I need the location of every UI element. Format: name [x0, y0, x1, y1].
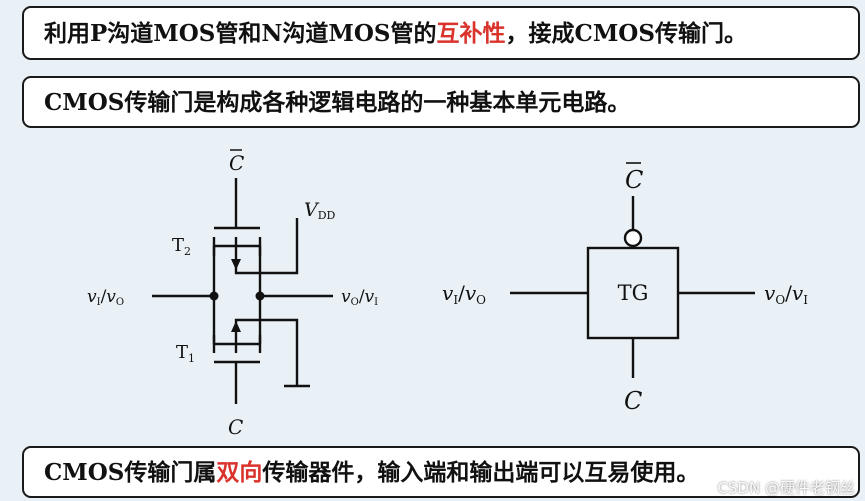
circuit-right-terminal-label: vO/vI: [341, 287, 378, 308]
tg-right-terminal-label: vO/vI: [764, 281, 808, 307]
text-box-bidirectional: CMOS传输门属双向传输器件，输入端和输出端可以互易使用。: [22, 446, 860, 498]
circuit-marks: [209, 259, 265, 332]
line1-after: ，接成CMOS传输门。: [505, 19, 747, 47]
tg-symbol: [510, 196, 755, 378]
tg-label: TG: [618, 281, 649, 305]
t1-bulk-to-ground: [234, 318, 299, 386]
text-box-basic-unit: CMOS传输门是构成各种逻辑电路的一种基本单元电路。: [22, 76, 860, 128]
line1-highlight: 互补性: [436, 19, 506, 47]
tg-inversion-bubble: [623, 228, 643, 248]
line1-before: 利用P沟道MOS管和N沟道MOS管的: [44, 19, 437, 47]
circuit-gate-top-label: C: [229, 151, 244, 175]
line2-text: CMOS传输门是构成各种逻辑电路的一种基本单元电路。: [44, 88, 631, 116]
line3-highlight: 双向: [216, 458, 263, 486]
vdd-label: VDD: [304, 199, 336, 222]
tg-gate-bottom-label: C: [624, 387, 642, 415]
t2-bulk-arrow: [231, 259, 241, 270]
t1-bulk-arrow: [231, 321, 241, 332]
tg-left-terminal-label: vI/vO: [442, 281, 486, 307]
circuit-gate-bottom-label: C: [228, 415, 243, 439]
right-junction-dot: [255, 291, 265, 301]
circuit-left-terminal-label: vI/vO: [87, 287, 124, 308]
left-junction-dot: [209, 291, 219, 301]
text-box-complementary: 利用P沟道MOS管和N沟道MOS管的互补性，接成CMOS传输门。: [22, 6, 860, 60]
t2-label: T2: [172, 235, 191, 258]
tg-gate-top-label: C: [625, 166, 643, 194]
watermark: CSDN @硬件老钢丝: [717, 479, 855, 497]
t1-label: T1: [176, 342, 195, 365]
line3-before: CMOS传输门属: [44, 458, 217, 486]
line3-after: 传输器件，输入端和输出端可以互易使用。: [262, 458, 700, 486]
